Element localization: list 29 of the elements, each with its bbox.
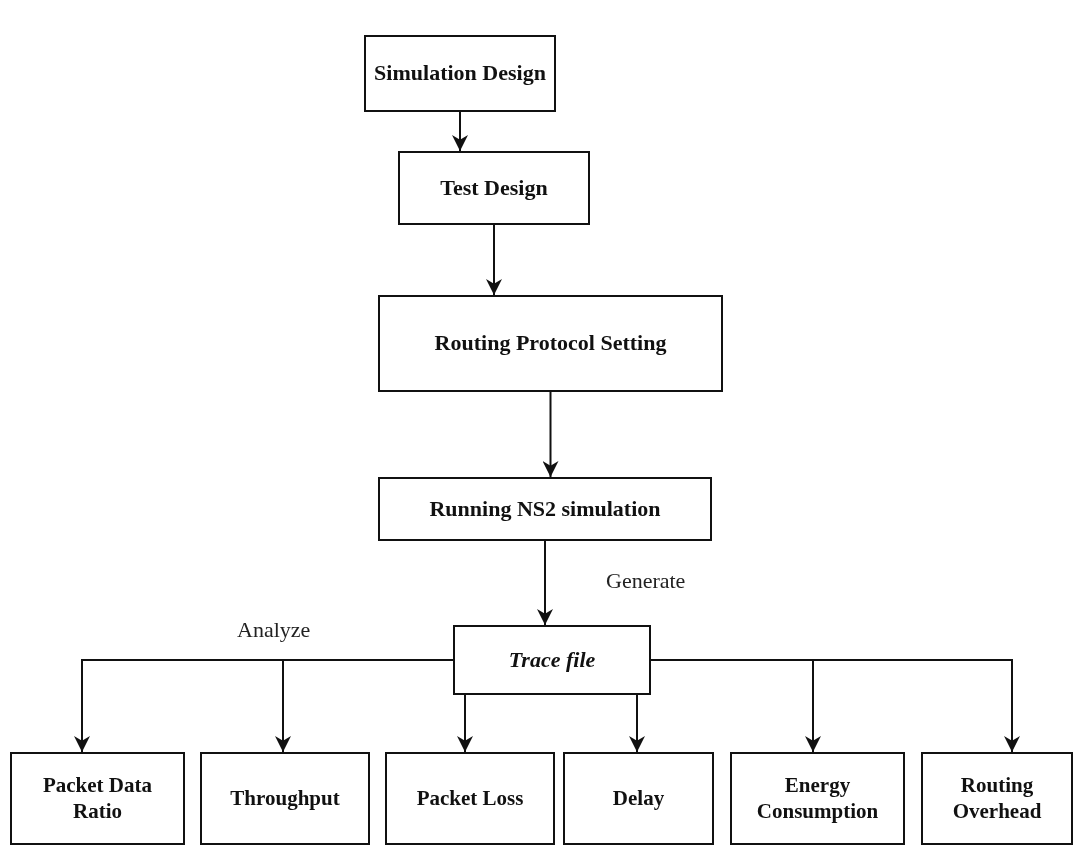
box-label: Routing Overhead: [951, 773, 1043, 824]
arrow: [452, 111, 468, 152]
process-box: [921, 752, 1073, 845]
process-box: [378, 477, 712, 541]
box-label: Running NS2 simulation: [429, 495, 661, 523]
process-box: [378, 295, 723, 392]
box-label: Packet Loss: [416, 785, 524, 812]
process-box: [453, 625, 651, 695]
process-box: [385, 752, 555, 845]
process-box: [364, 35, 556, 112]
arrow: [629, 694, 645, 753]
process-box: [398, 151, 590, 225]
arrow: [542, 391, 559, 478]
box-label: Routing Protocol Setting: [434, 330, 667, 357]
process-box: [10, 752, 185, 845]
arrow: [457, 694, 473, 753]
arrow: [275, 659, 454, 753]
box-label: Throughput: [230, 785, 340, 812]
box-label: Trace file: [508, 646, 596, 674]
box-label: Test Design: [440, 174, 548, 202]
process-box: [200, 752, 370, 845]
arrow: [537, 540, 553, 626]
process-box: [730, 752, 905, 845]
box-label: Energy Consumption: [755, 773, 880, 824]
process-box: [563, 752, 714, 845]
arrow: [486, 224, 502, 296]
box-label: Delay: [612, 785, 665, 812]
box-label: Packet Data Ratio: [41, 773, 154, 824]
box-label: Simulation Design: [374, 60, 546, 87]
